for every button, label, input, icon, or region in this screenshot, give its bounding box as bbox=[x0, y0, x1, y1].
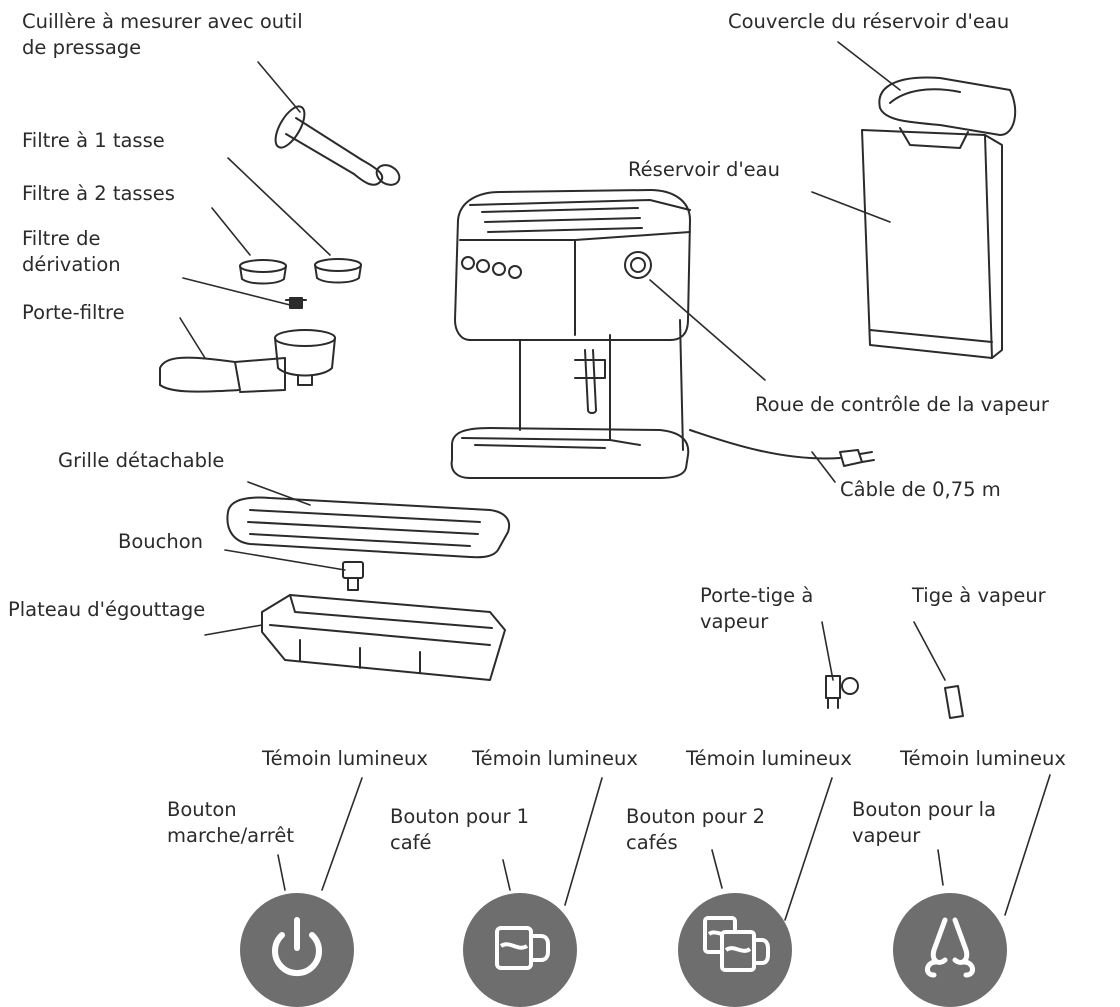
steam-button bbox=[893, 893, 1007, 1007]
power-button bbox=[240, 893, 354, 1007]
plug-illustration bbox=[342, 561, 364, 591]
single-cup-icon bbox=[495, 926, 550, 970]
drip-tray-illustration bbox=[261, 594, 506, 681]
label-tank-lid: Couvercle du réservoir d'eau bbox=[728, 10, 1010, 33]
water-tank-illustration bbox=[861, 127, 1003, 359]
steam-holder-illustration bbox=[825, 675, 859, 709]
label-indicator-1: Témoin lumineux bbox=[262, 747, 428, 770]
drip-grid-illustration bbox=[226, 496, 510, 559]
label-steam-holder: Porte-tige à vapeur bbox=[700, 584, 814, 633]
label-portafilter: Porte-filtre bbox=[22, 301, 125, 324]
label-filter-2-cups: Filtre à 2 tasses bbox=[22, 182, 175, 205]
label-plug: Bouchon bbox=[118, 530, 204, 553]
portafilter-illustration bbox=[159, 329, 336, 393]
tank-lid-illustration bbox=[878, 76, 1017, 136]
leader-lines bbox=[179, 41, 1051, 921]
label-indicator-3: Témoin lumineux bbox=[686, 747, 852, 770]
bypass-filter-illustration bbox=[285, 297, 307, 309]
one-coffee-button bbox=[463, 893, 577, 1007]
label-steam-wand: Tige à vapeur bbox=[912, 584, 1046, 607]
filter-1-cup-illustration bbox=[314, 258, 362, 284]
label-one-coffee-button: Bouton pour 1 café bbox=[390, 805, 530, 854]
espresso-machine-illustration bbox=[450, 189, 875, 479]
steam-wand-illustration bbox=[944, 685, 964, 719]
label-drip-grid: Grille détachable bbox=[58, 449, 225, 472]
label-steam-wheel: Roue de contrôle de la vapeur bbox=[755, 393, 1049, 416]
measuring-spoon-illustration bbox=[274, 105, 401, 186]
two-coffees-button bbox=[678, 893, 792, 1007]
steam-icon bbox=[925, 917, 975, 978]
label-steam-button: Bouton pour la vapeur bbox=[852, 798, 997, 847]
double-cup-icon bbox=[703, 916, 770, 972]
label-water-tank: Réservoir d'eau bbox=[628, 158, 780, 181]
label-bypass-filter: Filtre de dérivation bbox=[22, 227, 121, 276]
label-power-button: Bouton marche/arrêt bbox=[167, 798, 295, 847]
label-indicator-2: Témoin lumineux bbox=[472, 747, 638, 770]
label-measuring-spoon: Cuillère à mesurer avec outil de pressag… bbox=[22, 10, 303, 59]
label-drip-tray: Plateau d'égouttage bbox=[8, 598, 206, 621]
label-cable: Câble de 0,75 m bbox=[840, 478, 1001, 501]
label-indicator-4: Témoin lumineux bbox=[900, 747, 1066, 770]
label-filter-1-cup: Filtre à 1 tasse bbox=[22, 129, 165, 152]
filter-2-cups-illustration bbox=[239, 259, 287, 285]
label-two-coffees-button: Bouton pour 2 cafés bbox=[626, 805, 766, 854]
power-icon bbox=[272, 917, 322, 977]
